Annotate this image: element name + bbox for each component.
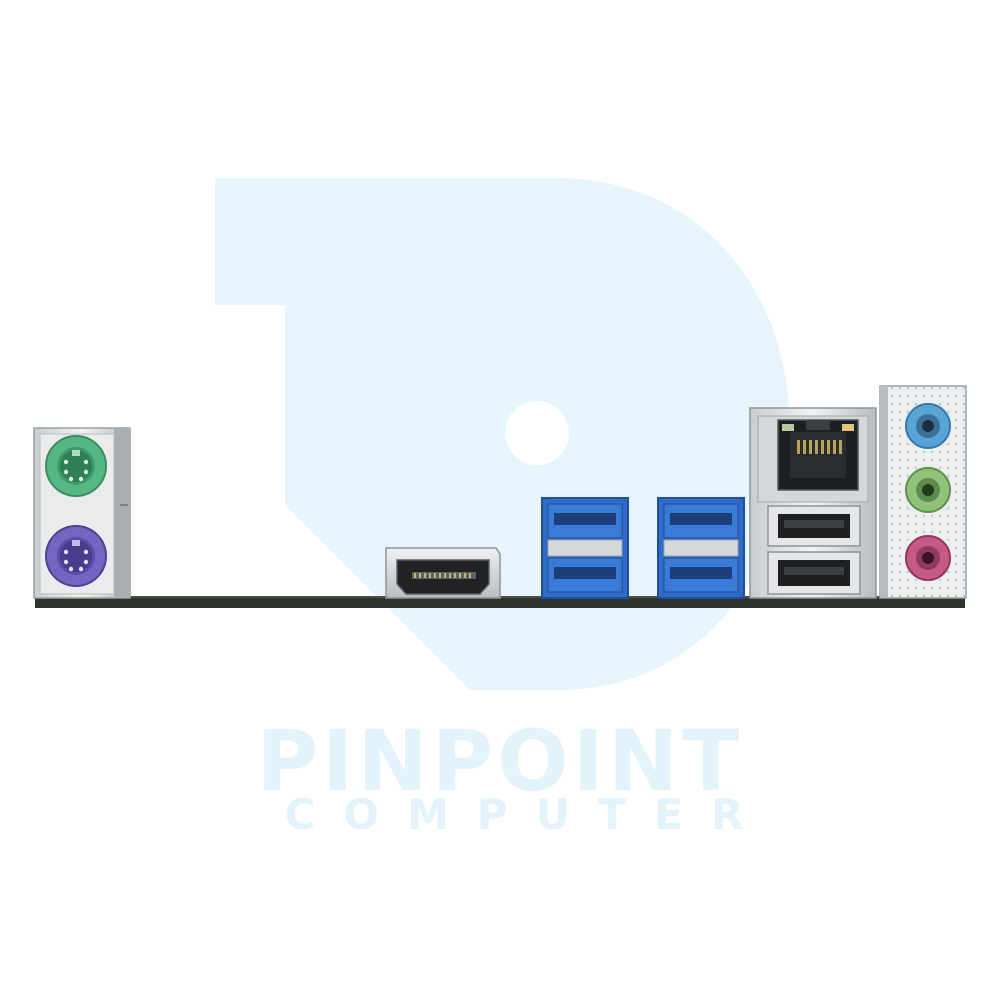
watermark-text-line1: PINPOINT — [256, 712, 744, 810]
audio-line-out[interactable] — [905, 467, 951, 513]
audio-mic-in[interactable] — [905, 535, 951, 581]
audio-line-in[interactable] — [905, 403, 951, 449]
watermark-logo — [215, 178, 790, 690]
ps2-mouse-port[interactable] — [45, 525, 107, 587]
hdmi-port[interactable] — [385, 547, 501, 599]
rj45-lan-port[interactable] — [777, 419, 859, 491]
usb2-stack[interactable] — [767, 505, 861, 595]
ps2-keyboard-port[interactable] — [45, 435, 107, 497]
usb3-stack-2[interactable] — [657, 497, 745, 599]
usb3-stack-1[interactable] — [541, 497, 629, 599]
watermark-text-line2: COMPUTER — [284, 790, 772, 839]
